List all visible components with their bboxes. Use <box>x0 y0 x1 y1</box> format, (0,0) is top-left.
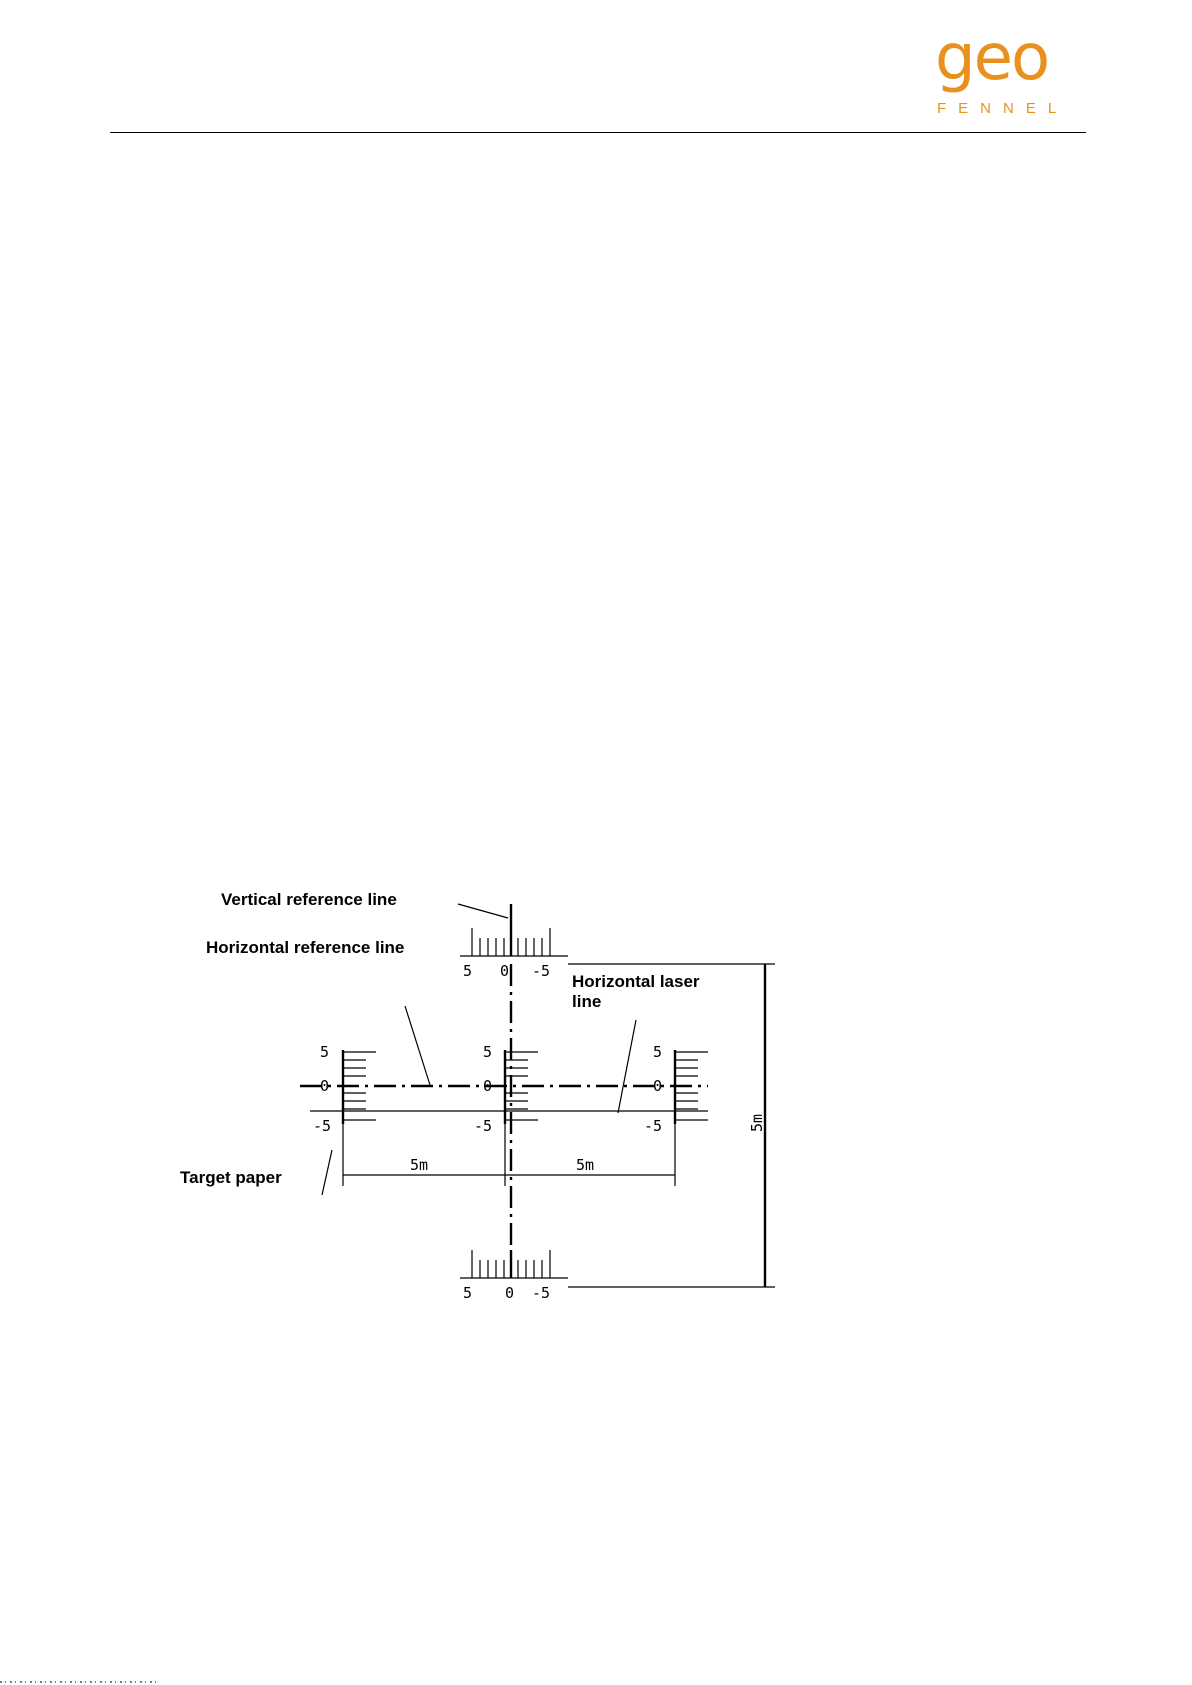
center-scale-plus-five: 5 <box>483 1043 492 1061</box>
label-target-paper: Target paper <box>180 1168 282 1187</box>
label-horizontal-laser-line-2: line <box>572 992 601 1011</box>
header-divider <box>110 132 1086 133</box>
leader-horizontal-laser <box>618 1020 636 1113</box>
dimension-right-span: 5m <box>576 1156 594 1174</box>
target-left: 5 0 -5 <box>313 1043 376 1135</box>
leader-horizontal-reference <box>405 1006 430 1085</box>
label-horizontal-reference-line: Horizontal reference line <box>206 938 404 957</box>
dimension-vertical-span: 5m <box>748 1114 766 1132</box>
right-scale-zero: 0 <box>653 1077 662 1095</box>
right-scale-minus-five: -5 <box>644 1117 662 1135</box>
top-scale: 5 0 -5 <box>460 904 568 980</box>
dimension-left-span: 5m <box>410 1156 428 1174</box>
bottom-scale-plus-five: 5 <box>463 1284 472 1302</box>
bottom-scale-minus-five: -5 <box>532 1284 550 1302</box>
right-scale-plus-five: 5 <box>653 1043 662 1061</box>
left-scale-zero: 0 <box>320 1077 329 1095</box>
left-scale-minus-five: -5 <box>313 1117 331 1135</box>
target-center: 5 0 -5 <box>474 1043 538 1135</box>
footer-scan-artifact <box>0 1675 170 1685</box>
logo-wordmark: geo <box>935 26 1048 90</box>
diagram-svg: Vertical reference line Horizontal refer… <box>0 880 1192 1320</box>
leader-target-paper <box>322 1150 332 1195</box>
bottom-scale-zero: 0 <box>505 1284 514 1302</box>
top-scale-zero: 0 <box>500 962 509 980</box>
center-scale-zero: 0 <box>483 1077 492 1095</box>
laser-check-diagram: Vertical reference line Horizontal refer… <box>0 880 1192 1320</box>
label-horizontal-laser-line-1: Horizontal laser <box>572 972 700 991</box>
left-scale-plus-five: 5 <box>320 1043 329 1061</box>
leader-vertical-reference <box>458 904 508 918</box>
geo-fennel-logo: geo FENNEL <box>935 40 1095 120</box>
top-scale-minus-five: -5 <box>532 962 550 980</box>
bottom-scale: 5 0 -5 <box>460 1250 568 1302</box>
center-scale-minus-five: -5 <box>474 1117 492 1135</box>
vertical-dimension: 5m <box>568 964 775 1287</box>
target-right: 5 0 -5 <box>644 1043 708 1135</box>
logo-subtitle: FENNEL <box>937 100 1068 117</box>
label-vertical-reference-line: Vertical reference line <box>221 890 397 909</box>
top-scale-plus-five: 5 <box>463 962 472 980</box>
horizontal-dimension: 5m 5m <box>343 1124 675 1186</box>
